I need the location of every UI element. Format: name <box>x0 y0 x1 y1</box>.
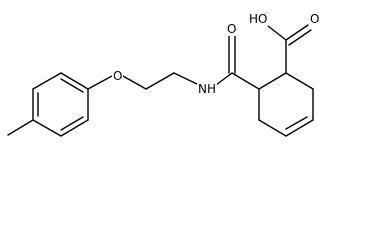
atom-label-hydroxyl: HO <box>248 12 269 26</box>
bond-oxygen-ch2 <box>122 75 147 90</box>
bond-ring-3-inner <box>60 78 84 93</box>
bond-ch2-ch2 <box>145 72 175 90</box>
bond-ring-3 <box>60 72 89 90</box>
bond-ring-5 <box>60 119 89 137</box>
bond-acid-co-2 <box>288 29 312 46</box>
bond-cyc-1 <box>258 72 287 90</box>
structure-canvas: HO O O O NH <box>7 12 321 137</box>
bond-ring-5-inner <box>60 116 84 131</box>
atom-label-ether-oxygen: O <box>112 69 124 83</box>
bond-acid-hydroxyl <box>267 25 287 41</box>
bond-ring-6 <box>32 119 62 137</box>
bond-carbonyl-ring <box>231 72 260 90</box>
bond-cyc-2 <box>285 72 314 90</box>
bond-cyc-5 <box>258 119 287 137</box>
bond-aryl-oxygen <box>87 75 113 90</box>
bond-acid-co-1 <box>285 24 309 41</box>
atom-label-amide-oxygen: O <box>226 22 238 36</box>
bond-methyl <box>7 119 34 136</box>
atom-label-amide-nitrogen: NH <box>197 82 217 96</box>
bond-ring-2 <box>32 72 62 90</box>
atom-label-acid-oxygen: O <box>309 12 321 26</box>
bond-ch2-nitrogen <box>173 72 200 86</box>
bond-cyc-4 <box>285 119 314 137</box>
structure-bonds <box>7 24 314 137</box>
bond-nitrogen-carbonyl <box>215 72 233 86</box>
bond-cyc-4-inner <box>285 116 308 130</box>
